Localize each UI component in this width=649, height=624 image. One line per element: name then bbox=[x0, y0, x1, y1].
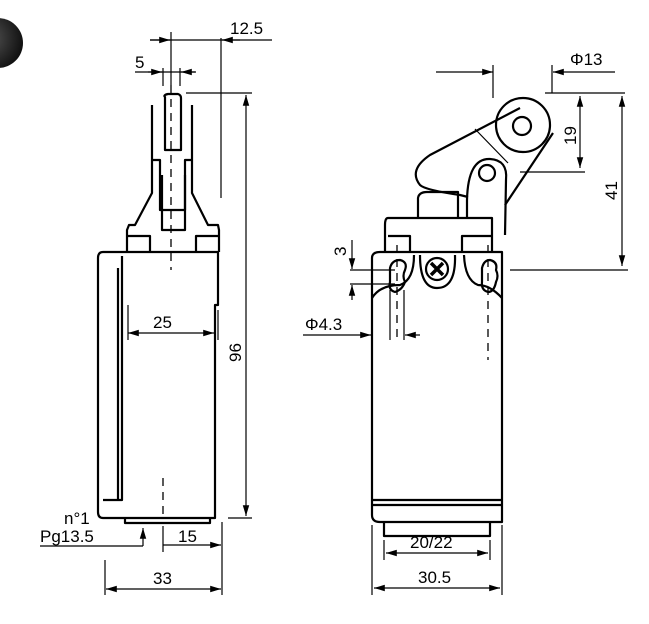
cable-entry-thread: Pg13.5 bbox=[40, 527, 94, 546]
knob-image bbox=[0, 18, 23, 68]
dim-15: 15 bbox=[178, 527, 197, 546]
dim-5: 5 bbox=[135, 53, 144, 72]
dim-19: 19 bbox=[561, 126, 580, 145]
dim-41: 41 bbox=[602, 181, 621, 200]
front-dimensions: Φ13 19 41 3 Φ4.3 20/22 30.5 bbox=[303, 50, 628, 595]
dim-20-22: 20/22 bbox=[410, 533, 453, 552]
dim-phi-4-3: Φ4.3 bbox=[305, 315, 342, 334]
dim-phi-13: Φ13 bbox=[570, 50, 602, 69]
side-view bbox=[96, 85, 221, 525]
dim-96: 96 bbox=[226, 343, 245, 362]
dim-25: 25 bbox=[153, 313, 172, 332]
cable-entry-number: n°1 bbox=[64, 509, 90, 528]
dim-12-5: 12.5 bbox=[230, 19, 263, 38]
dim-30-5: 30.5 bbox=[418, 568, 451, 587]
dim-33: 33 bbox=[153, 569, 172, 588]
front-view bbox=[370, 96, 554, 538]
dim-3: 3 bbox=[331, 247, 350, 256]
side-dimensions: 12.5 5 96 25 15 33 n°1 Pg13.5 bbox=[40, 19, 272, 595]
